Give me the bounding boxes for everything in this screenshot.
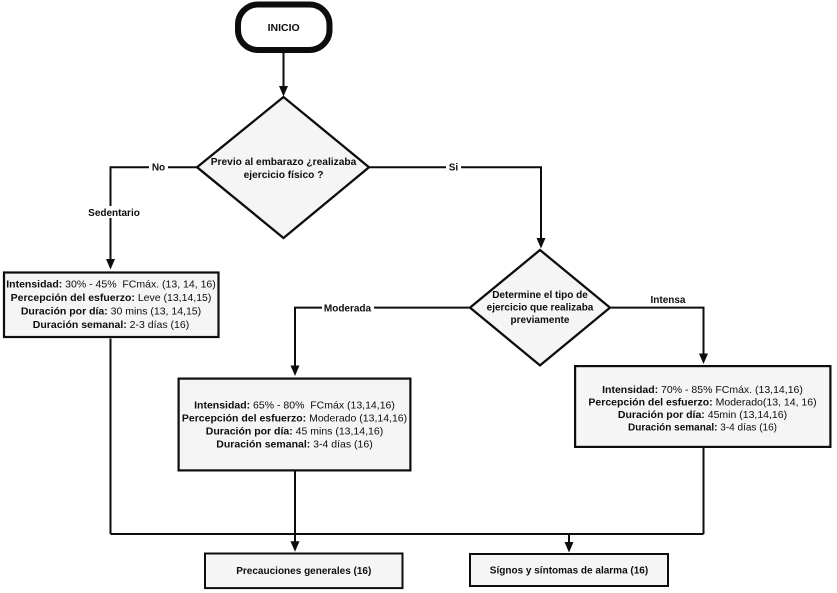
svg-text:previamente: previamente	[511, 315, 570, 326]
svg-text:ejercicio que realizaba: ejercicio que realizaba	[487, 303, 594, 314]
svg-text:Sedentario: Sedentario	[88, 208, 140, 219]
svg-text:Sígnos y síntomas de alarma (1: Sígnos y síntomas de alarma (16)	[490, 566, 648, 577]
svg-text:Intensa: Intensa	[650, 295, 685, 306]
svg-text:Percepción del esfuerzo: Moder: Percepción del esfuerzo: Moderado (13,14…	[182, 413, 407, 425]
svg-text:Duración por día: 30 mins (13,: Duración por día: 30 mins (13, 14,15)	[21, 306, 201, 318]
svg-text:Intensidad: 70% - 85% FCmáx. (: Intensidad: 70% - 85% FCmáx. (13,14,16)	[602, 384, 803, 396]
svg-text:ejercicio físico ?: ejercicio físico ?	[244, 170, 324, 181]
svg-text:Moderada: Moderada	[324, 304, 372, 315]
svg-text:Percepción del esfuerzo: Leve: Percepción del esfuerzo: Leve (13,14,15)	[11, 292, 212, 304]
svg-text:Percepción del esfuerzo: Moder: Percepción del esfuerzo: Moderado(13, 14…	[588, 397, 816, 409]
svg-text:No: No	[152, 163, 165, 174]
svg-text:Intensidad: 30% - 45% FCmáx.: Intensidad: 30% - 45% FCmáx. (13, 14, 16…	[6, 279, 216, 291]
svg-text:Previo al embarazo ¿realizaba: Previo al embarazo ¿realizaba	[211, 157, 357, 168]
svg-text:Intensidad: 65% - 80% FCmáx (: Intensidad: 65% - 80% FCmáx (13,14,16)	[194, 400, 395, 412]
svg-text:Si: Si	[449, 163, 459, 174]
svg-text:Duración por día: 45min (13,14: Duración por día: 45min (13,14,16)	[618, 409, 787, 421]
svg-text:Duración por día: 45 mins (13,: Duración por día: 45 mins (13,14,16)	[206, 426, 383, 438]
svg-text:INICIO: INICIO	[268, 22, 300, 34]
svg-text:Precauciones generales (16): Precauciones generales (16)	[236, 566, 371, 577]
svg-text:Duración semanal: 3-4 días (16: Duración semanal: 3-4 días (16)	[628, 423, 777, 434]
svg-text:Duración semanal: 2-3 días (16: Duración semanal: 2-3 días (16)	[33, 319, 189, 331]
svg-text:Duración semanal: 3-4 días (16: Duración semanal: 3-4 días (16)	[216, 439, 372, 451]
svg-text:Determine el tipo de: Determine el tipo de	[492, 290, 588, 301]
